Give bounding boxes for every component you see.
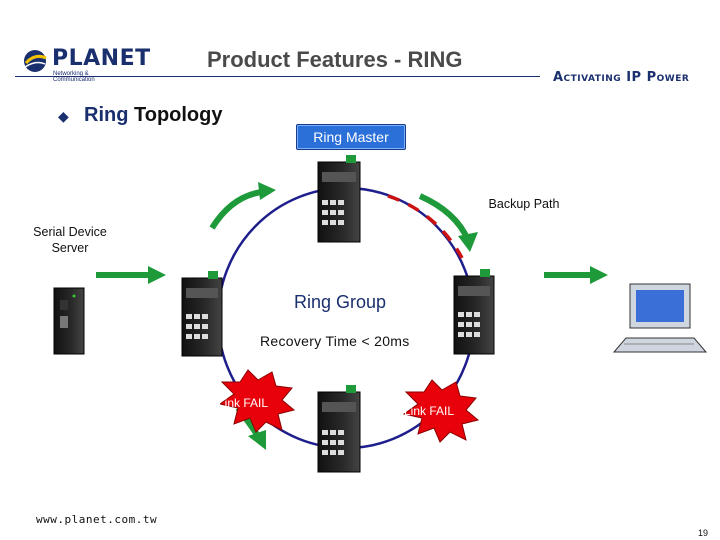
switch-right xyxy=(453,269,495,355)
diamond-bullet-icon: ◆ xyxy=(58,108,69,124)
footer-url: www.planet.com.tw xyxy=(36,513,158,526)
backup-path-label: Backup Path xyxy=(488,197,560,211)
serial-device-label-line2: Server xyxy=(51,241,89,255)
green-arrow-head xyxy=(590,266,608,284)
planet-logo: PLANET Networking & Communication xyxy=(22,44,150,83)
ring-group-label: Ring Group xyxy=(294,292,387,312)
recovery-time-label: Recovery Time < 20ms xyxy=(260,333,410,349)
green-arrow-head xyxy=(248,430,266,450)
page-title: Product Features - RING xyxy=(207,47,463,72)
brand-tagline: Activating IP Power xyxy=(553,70,690,85)
page-number: 19 xyxy=(698,528,709,538)
switch-ring-master xyxy=(317,155,361,243)
link-fail-burst-left xyxy=(218,369,296,433)
header-rule xyxy=(15,76,550,77)
serial-device-label: Serial Device Server xyxy=(20,224,120,256)
serial-device-label-line1: Serial Device xyxy=(33,225,107,239)
switch-bottom xyxy=(317,385,361,473)
ring-master-label: Ring Master xyxy=(296,124,406,150)
globe-icon xyxy=(24,50,47,72)
green-arrow-top-left xyxy=(209,189,263,230)
heading-rest: Topology xyxy=(128,104,223,126)
heading-accent-word: Ring xyxy=(84,104,129,126)
green-arrow-head xyxy=(458,232,478,252)
computer-icon xyxy=(612,283,708,353)
serial-device-server xyxy=(53,287,85,355)
green-arrow-head xyxy=(258,182,276,200)
link-fail-burst-right xyxy=(402,379,480,443)
logo-wordmark: PLANET xyxy=(52,46,151,71)
switch-left xyxy=(181,271,223,357)
backup-path-segment xyxy=(387,194,464,259)
logo-tagline: Networking & Communication xyxy=(53,71,95,83)
link-fail-label-right: Link FAIL xyxy=(404,404,455,418)
header-rule-accent xyxy=(540,72,550,81)
link-fail-label-left: Link FAIL xyxy=(218,396,269,410)
section-heading: Ring Topology xyxy=(84,104,223,127)
green-arrow-head xyxy=(148,266,166,284)
